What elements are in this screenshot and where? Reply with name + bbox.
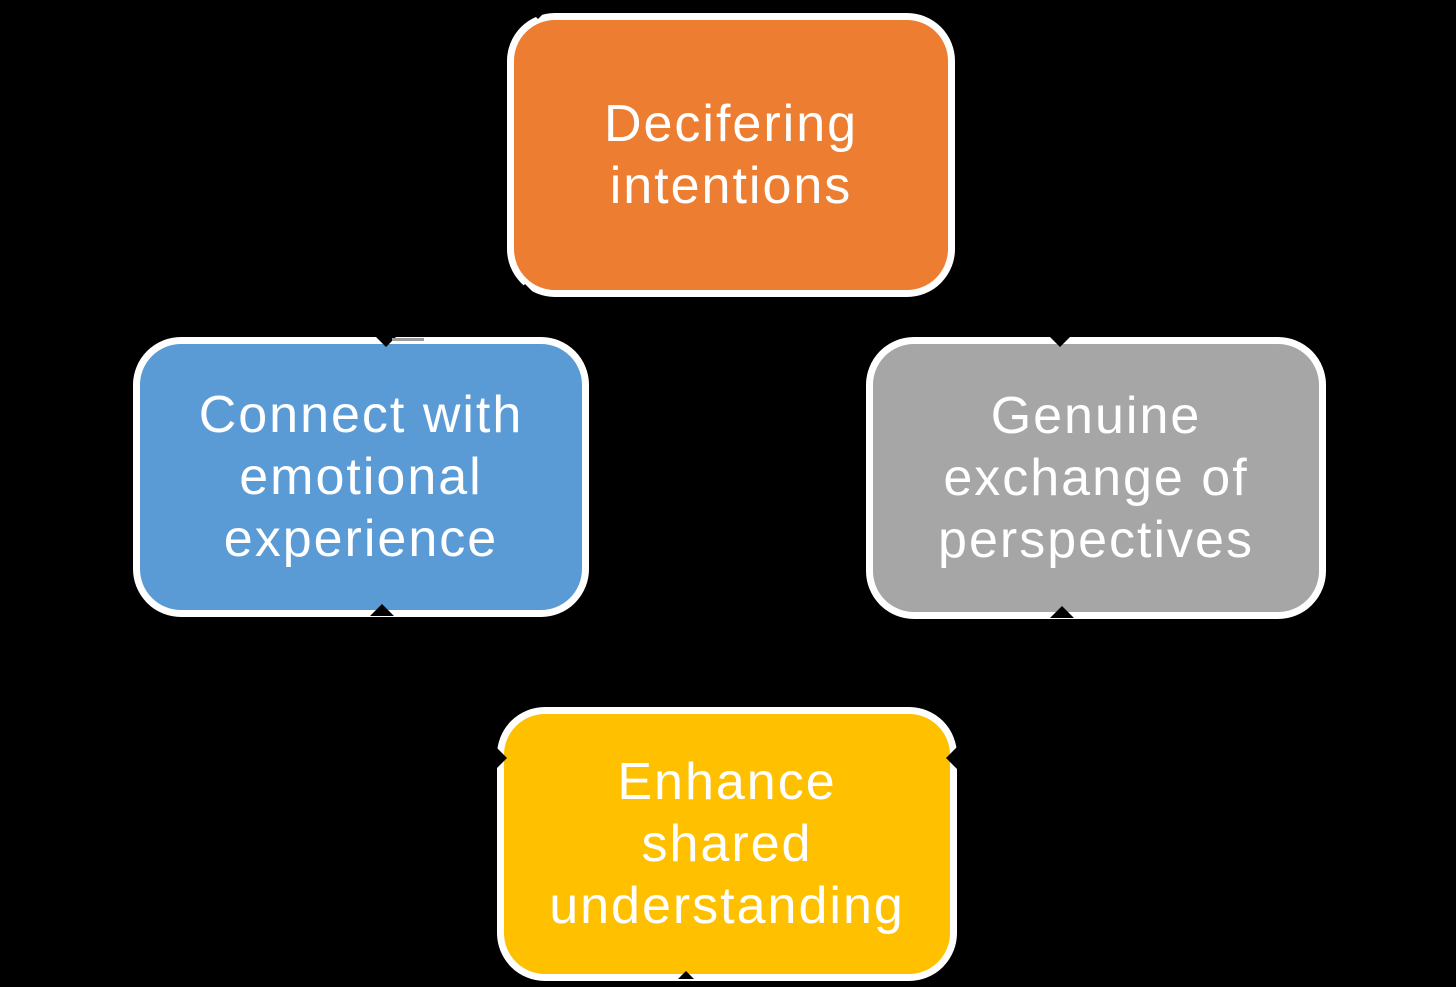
box-connect-emotional-experience: Connect with emotional experience [133, 337, 589, 617]
box-decifering-intentions-label: Decifering intentions [603, 95, 859, 215]
connector-dash [392, 338, 424, 341]
connector-notch [678, 971, 694, 979]
connector-notch [530, 11, 546, 19]
connector-notch [946, 746, 958, 770]
box-genuine-exchange-perspectives-label: Genuine exchange of perspectives [938, 387, 1254, 569]
connector-notch [517, 284, 533, 292]
connector-notch [374, 335, 398, 347]
box-connect-emotional-experience-label: Connect with emotional experience [198, 386, 524, 568]
box-enhance-shared-understanding-label: Enhance shared understanding [549, 753, 905, 935]
connector-notch [370, 604, 394, 616]
connector-notch [1050, 606, 1074, 618]
connector-notch [495, 746, 507, 770]
box-decifering-intentions: Decifering intentions [507, 13, 955, 297]
box-enhance-shared-understanding: Enhance shared understanding [497, 707, 957, 981]
connector-notch [1048, 335, 1072, 347]
box-genuine-exchange-perspectives: Genuine exchange of perspectives [866, 337, 1326, 619]
